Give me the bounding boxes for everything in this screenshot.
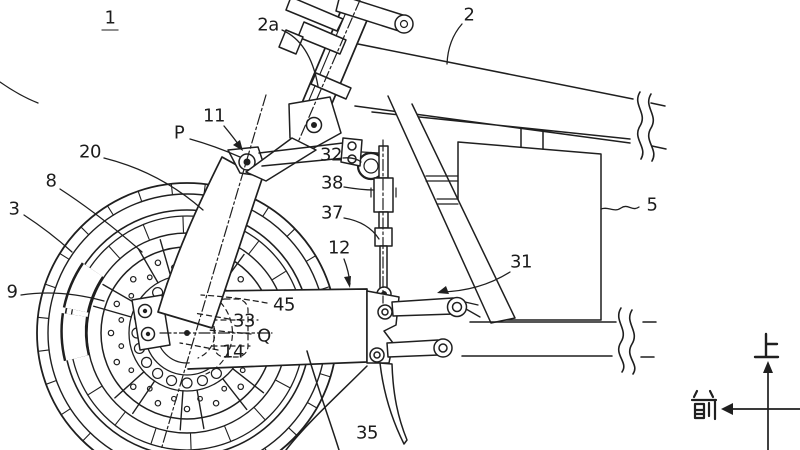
centerlines — [160, 0, 383, 450]
cables — [286, 351, 367, 450]
column-axis — [299, 0, 360, 140]
leader-5 — [601, 206, 639, 209]
steering-tie-rod — [362, 146, 396, 301]
leader-2a — [282, 30, 318, 86]
suspension-linkage — [367, 291, 480, 444]
front-arrow-icon — [721, 403, 733, 415]
frame — [355, 44, 666, 374]
front-kanji-label — [692, 391, 716, 419]
leader-8 — [60, 189, 142, 252]
leader-lines — [0, 24, 639, 350]
orientation-indicator — [692, 334, 800, 450]
leader-Q — [208, 330, 251, 334]
torque-arm — [380, 363, 407, 444]
leader-37 — [344, 218, 379, 239]
leader-14 — [180, 343, 218, 350]
leader-38 — [344, 187, 374, 190]
universal-joint — [246, 97, 341, 181]
lower-tube — [462, 308, 656, 374]
steering-assembly — [246, 0, 413, 301]
up-kanji-label — [755, 334, 778, 357]
up-arrow-icon — [763, 361, 773, 373]
leader-9 — [21, 293, 104, 301]
leader-33 — [194, 313, 229, 319]
leader-P — [190, 139, 240, 157]
down-tube — [388, 96, 515, 323]
leader-32 — [343, 158, 361, 162]
steering-axis — [161, 95, 266, 450]
brake-caliper — [74, 270, 93, 358]
leader-3 — [24, 215, 72, 252]
leader-31 — [441, 272, 510, 292]
leader-20 — [104, 158, 203, 210]
leader-2 — [447, 24, 462, 64]
